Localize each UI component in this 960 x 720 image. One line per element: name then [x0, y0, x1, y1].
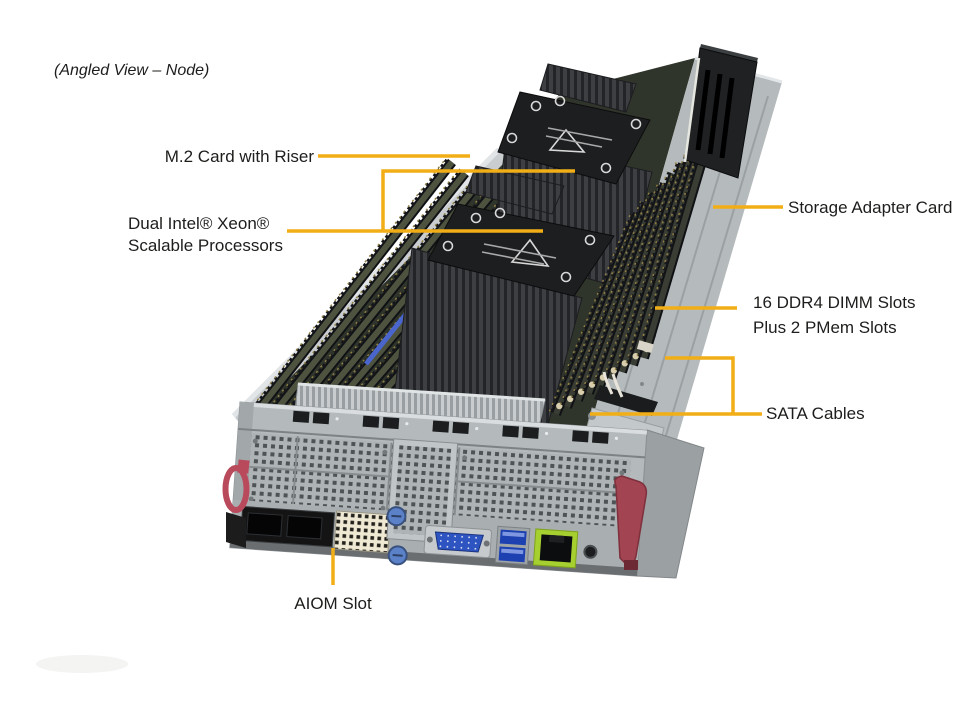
- ethernet-port: [532, 528, 579, 569]
- red-latch-right: [614, 475, 648, 570]
- callout-label-m2: M.2 Card with Riser: [164, 147, 314, 166]
- storage-card-pcb-edge: [683, 57, 701, 163]
- callout-label-storage: Storage Adapter Card: [788, 198, 953, 217]
- sata-cable: [602, 371, 624, 398]
- cpu2-warning-label: [497, 91, 651, 185]
- front-panel-vents: [292, 410, 618, 444]
- cpu-heatsink-1: [394, 165, 615, 437]
- front-panel: [229, 401, 648, 577]
- vga-port: [423, 524, 492, 559]
- callout-line-sata: [590, 356, 762, 416]
- callout-label-cpu-line1: Dual Intel® Xeon®: [128, 214, 270, 233]
- callout-label-sata: SATA Cables: [766, 404, 865, 423]
- callout-line-cpu: [287, 169, 575, 233]
- callout-label-dimm: 16 DDR4 DIMM Slots Plus 2 PMem Slots: [753, 290, 915, 340]
- sata-connector: [636, 340, 654, 354]
- uid-button: [583, 544, 598, 559]
- usb-ports: [494, 525, 531, 565]
- thumbscrew-bottom: [387, 545, 408, 566]
- callout-label-cpu-line2: Scalable Processors: [128, 236, 283, 255]
- thumbscrew-top: [386, 506, 407, 527]
- network-cage: [239, 505, 336, 548]
- storage-adapter-card: [683, 44, 758, 179]
- callout-label-aiom: AIOM Slot: [294, 594, 372, 613]
- callout-label-dimm-line1: 16 DDR4 DIMM Slots: [753, 293, 916, 312]
- aiom-mesh: [333, 510, 392, 554]
- red-latch-left: [222, 459, 250, 548]
- watermark: [36, 655, 128, 673]
- right-dimm-bank: [548, 131, 715, 416]
- figure-title: (Angled View – Node): [54, 62, 210, 79]
- sata-cables-area: [594, 340, 658, 416]
- callouts: [287, 154, 783, 585]
- callout-label-dimm-line2: Plus 2 PMem Slots: [753, 318, 897, 337]
- callout-label-cpu: Dual Intel® Xeon® Scalable Processors: [128, 213, 283, 257]
